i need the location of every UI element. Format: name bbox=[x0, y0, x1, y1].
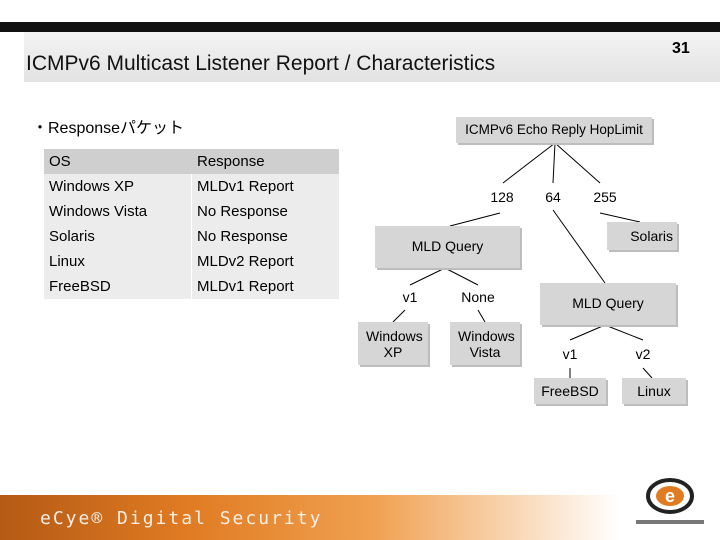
edge-v1-windowsxp bbox=[392, 309, 406, 323]
slide-title: ICMPv6 Multicast Listener Report / Chara… bbox=[26, 52, 496, 75]
table-cell-os: FreeBSD bbox=[44, 274, 191, 299]
table-row: Solaris No Response bbox=[44, 224, 339, 249]
table-cell-response: MLDv2 Report bbox=[192, 249, 339, 274]
node-mld-query-left: MLD Query bbox=[375, 226, 520, 268]
footer-bar bbox=[0, 495, 620, 540]
table-cell-os: Windows XP bbox=[44, 174, 191, 199]
bullet-response-packet: ・Responseパケット bbox=[32, 120, 185, 137]
table-cell-os: Linux bbox=[44, 249, 191, 274]
table-cell-os: Windows Vista bbox=[44, 199, 191, 224]
footer-brand: eCye® Digital Security bbox=[40, 508, 323, 529]
node-none: None bbox=[461, 289, 495, 305]
node-v2-right: v2 bbox=[635, 346, 651, 362]
node-v1-left: v1 bbox=[402, 289, 418, 305]
node-linux: Linux bbox=[622, 378, 686, 404]
table-cell-response: MLDv1 Report bbox=[192, 274, 339, 299]
table-row: FreeBSD MLDv1 Report bbox=[44, 274, 339, 299]
edge-root-255 bbox=[554, 142, 601, 184]
table-cell-response: No Response bbox=[192, 199, 339, 224]
edge-64-mldquery bbox=[552, 209, 606, 284]
table-row: Windows XP MLDv1 Report bbox=[44, 174, 339, 199]
table-row: Linux MLDv2 Report bbox=[44, 249, 339, 274]
edge-none-windowsvista bbox=[477, 309, 486, 323]
edge-128-mldquery bbox=[449, 212, 501, 227]
edge-mldquery-none bbox=[444, 267, 479, 286]
title-band bbox=[24, 32, 720, 82]
table-cell-response: MLDv1 Report bbox=[192, 174, 339, 199]
node-windows-xp: Windows XP bbox=[358, 322, 428, 365]
node-root-hoplimit: ICMPv6 Echo Reply HopLimit bbox=[456, 117, 652, 143]
node-hop-64: 64 bbox=[545, 189, 561, 205]
node-solaris: Solaris bbox=[607, 222, 677, 250]
edge-mldquery-v2 bbox=[604, 324, 644, 341]
node-mld-query-right: MLD Query bbox=[540, 283, 676, 325]
top-bar bbox=[0, 22, 720, 32]
node-hop-128: 128 bbox=[490, 189, 514, 205]
header-os: OS bbox=[44, 149, 191, 174]
os-response-table: OS Response Windows XP MLDv1 Report Wind… bbox=[44, 149, 339, 299]
edge-root-64 bbox=[552, 142, 556, 184]
edge-255-solaris bbox=[599, 212, 641, 223]
edge-root-128 bbox=[502, 142, 556, 184]
ecye-logo-icon: e bbox=[636, 478, 704, 524]
svg-text:e: e bbox=[665, 486, 675, 506]
header-response: Response bbox=[192, 149, 339, 174]
table-cell-os: Solaris bbox=[44, 224, 191, 249]
node-freebsd: FreeBSD bbox=[534, 378, 606, 404]
table-header-row: OS Response bbox=[44, 149, 339, 174]
edge-mldquery-v1-right bbox=[569, 324, 606, 341]
edge-mldquery-v1 bbox=[409, 267, 446, 286]
node-windows-vista: Windows Vista bbox=[450, 322, 520, 365]
node-hop-255: 255 bbox=[593, 189, 617, 205]
edge-v2-linux bbox=[642, 367, 653, 379]
page-number: 31 bbox=[672, 40, 690, 57]
node-v1-right: v1 bbox=[562, 346, 578, 362]
table-row: Windows Vista No Response bbox=[44, 199, 339, 224]
table-cell-response: No Response bbox=[192, 224, 339, 249]
